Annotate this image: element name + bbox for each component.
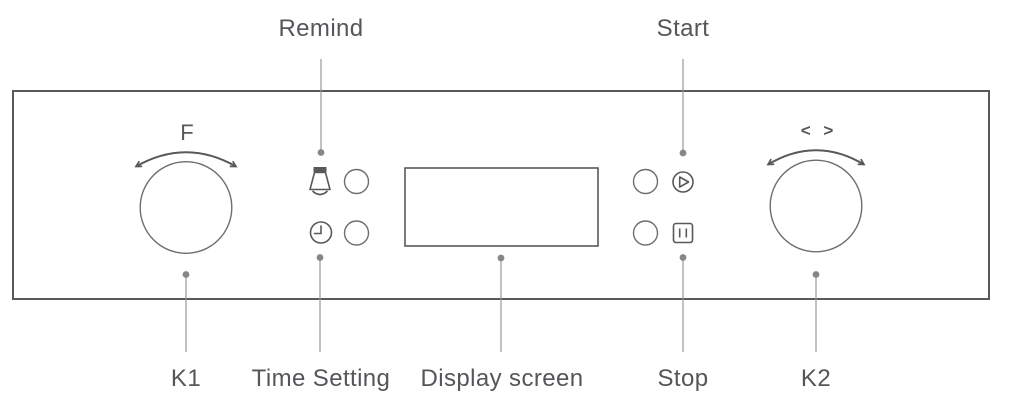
remind-button: [343, 168, 370, 195]
leader-remind-dot: [317, 149, 325, 156]
leader-display-screen-dot: [497, 254, 505, 262]
leader-start-dot: [679, 149, 687, 157]
leader-k2-dot: [812, 271, 820, 278]
start-button: [632, 168, 659, 195]
knob-k1-marking: F: [180, 120, 194, 145]
label-start: Start: [656, 15, 710, 42]
stop-button: [632, 220, 659, 246]
leader-k1-dot: [182, 271, 190, 278]
knob-k1: [139, 160, 233, 254]
label-time-setting: Time Setting: [251, 365, 391, 392]
label-k2: K2: [800, 365, 832, 392]
label-remind: Remind: [278, 15, 364, 42]
leader-time-setting-dot: [316, 254, 324, 261]
knob-k2-rotate-arrow-icon: [768, 149, 864, 164]
time-setting-button: [343, 220, 370, 246]
label-k1: K1: [170, 365, 202, 392]
label-stop: Stop: [657, 365, 709, 392]
clock-icon: [309, 221, 333, 244]
pause-icon: [672, 222, 694, 244]
display-screen: [404, 167, 599, 247]
bell-icon: [309, 167, 331, 196]
play-icon: [672, 171, 694, 193]
knob-k2-marking: < >: [800, 121, 838, 140]
label-display-screen: Display screen: [420, 365, 584, 392]
knob-k2: [769, 159, 863, 253]
knob-k1-rotate-arrow-icon: [136, 151, 236, 166]
leader-stop-dot: [679, 254, 687, 261]
